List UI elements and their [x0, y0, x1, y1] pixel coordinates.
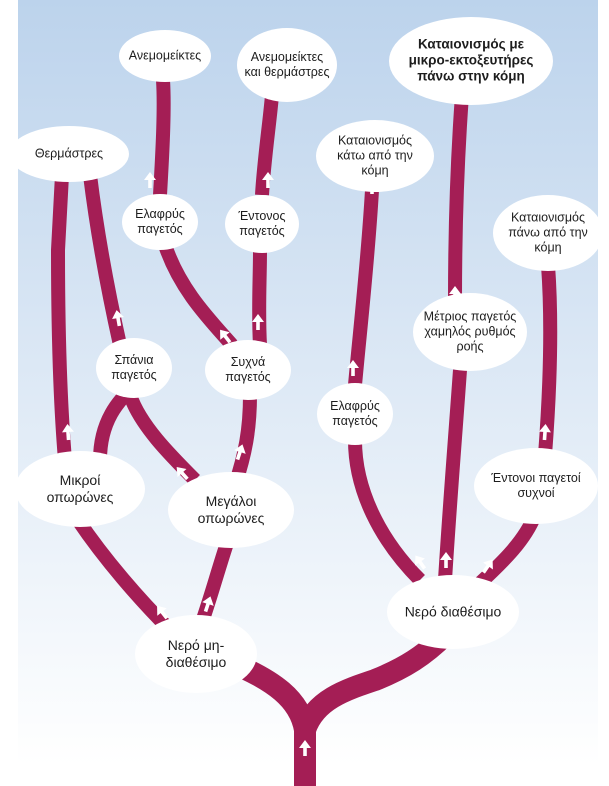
- node-ellipse-rare-frost: [96, 338, 172, 398]
- node-ellipse-under-canopy: [316, 120, 434, 192]
- node-water-unavailable: Νερό μη-διαθέσιμο: [165, 637, 227, 670]
- node-water-available: Νερό διαθέσιμο: [404, 603, 502, 620]
- node-frequent-frost: Συχνά παγετός: [225, 355, 271, 384]
- branch-intense-frost-up: [255, 94, 279, 196]
- arrow-icon: [539, 424, 551, 441]
- node-large-orchards: Μεγάλοι οπωρώνες: [197, 493, 265, 526]
- nodes: [9, 17, 603, 693]
- node-intense-frequent-frost: Έντονοι παγετοί συχνοί: [491, 471, 581, 500]
- node-ellipse-heaters: [9, 126, 129, 182]
- arrow-icon: [252, 314, 264, 330]
- node-under-canopy-sprinkling: Καταιονισμός κάτω από την κόμη: [337, 133, 413, 178]
- branch-trunk-right: [294, 627, 453, 735]
- node-intense-frost: Έντονος παγετός: [238, 209, 286, 238]
- arrow-icon: [415, 555, 427, 570]
- branch-moderate-frost-up: [448, 94, 469, 301]
- arrow-icon: [481, 559, 493, 574]
- node-wind-machines: Ανεμομείκτες: [128, 48, 202, 63]
- node-ellipse-intense-frequent: [474, 448, 598, 524]
- node-heaters: Θερμάστρες: [34, 146, 104, 161]
- arrow-icon: [347, 360, 359, 376]
- arrow-icon: [176, 467, 189, 481]
- node-ellipse-over-canopy: [493, 195, 603, 271]
- node-ellipse-small-orchards: [15, 451, 145, 527]
- arrow-icon: [449, 286, 461, 302]
- branches: [50, 79, 558, 786]
- node-ellipse-intense-frost: [225, 195, 299, 253]
- arrow-icon: [234, 444, 246, 461]
- arrow-icon: [144, 172, 156, 188]
- branch-small-orchards: [72, 516, 175, 635]
- arrows: [62, 172, 551, 756]
- arrow-icon: [262, 172, 274, 188]
- branch-moderate-frost: [438, 369, 467, 581]
- node-ellipse-moderate-frost: [413, 293, 527, 371]
- node-ellipse-water-available: [387, 575, 519, 649]
- node-ellipse-frequent-frost: [205, 340, 291, 400]
- node-wind-machines-heaters: Ανεμομείκτες και θερμάστρες: [244, 50, 330, 79]
- arrow-icon: [202, 596, 214, 613]
- branch-rare-frost-up: [83, 174, 127, 347]
- arrow-icon: [440, 552, 452, 568]
- node-ellipse-water-unavailable: [135, 615, 257, 693]
- arrow-icon: [62, 424, 74, 441]
- node-ellipse-wind-machines-heaters: [237, 28, 337, 102]
- node-over-canopy-sprinkling: Καταιονισμός πάνω από την κόμη: [508, 210, 588, 255]
- node-ellipse-light-frost-left: [122, 194, 198, 250]
- node-ellipse-wind-machines: [119, 30, 211, 82]
- node-rare-frost: Σπάνια παγετός: [111, 353, 157, 382]
- branch-intense-frost: [252, 249, 267, 346]
- branch-heaters-left: [50, 174, 72, 461]
- branch-light-frost-right-up: [348, 189, 379, 386]
- branch-rare-frost-from-large: [123, 392, 200, 485]
- arrow-icon: [157, 605, 169, 620]
- node-light-frost-left: Ελαφρύς παγετός: [135, 207, 185, 236]
- branch-light-frost-right: [348, 439, 425, 585]
- arrow-icon: [220, 329, 232, 344]
- arrow-icon: [112, 310, 124, 327]
- node-small-orchards: Μικροί οπωρώνες: [46, 472, 114, 505]
- node-light-frost-right: Ελαφρύς παγετός: [330, 399, 380, 428]
- node-ellipse-light-frost-right: [317, 383, 393, 445]
- branch-light-frost-up: [153, 79, 171, 196]
- node-ellipse-large-orchards: [168, 472, 294, 548]
- node-over-canopy-micro-sprinklers: Καταιονισμός με μικρο-εκτοξευτήρες πάνω …: [408, 36, 534, 85]
- arrow-icon: [299, 740, 311, 756]
- node-moderate-frost-low-flow: Μέτριος παγετός χαμηλός ρυθμός ροής: [423, 309, 517, 354]
- node-ellipse-over-canopy-micro: [389, 17, 553, 105]
